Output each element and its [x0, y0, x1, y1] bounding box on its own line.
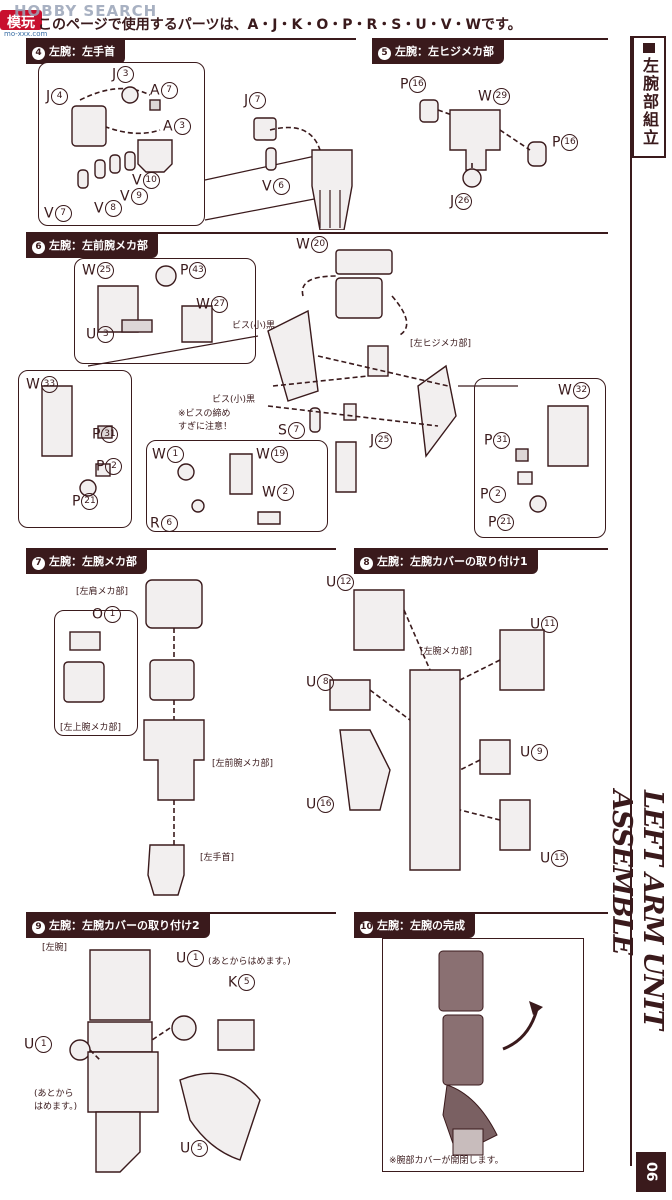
site-logo-subtext: mo-xxx.com [4, 30, 48, 38]
cover-open-note: ※腕部カバーが開閉します。 [389, 1156, 504, 1166]
later-note-2: (あとから はめます。) [34, 1089, 78, 1112]
site-logo-text: 模玩 [7, 15, 35, 31]
step-6-diagram [41, 249, 589, 525]
chapter-tab-label: 左腕部組立 [640, 57, 659, 147]
tag-left-arm-mech: [左腕メカ部] [420, 647, 473, 657]
step-7-diagram [63, 579, 205, 896]
completed-arm-photo: ※腕部カバーが開閉します。 [382, 938, 584, 1172]
tag-left-elbow: [左ヒジメカ部] [410, 339, 472, 349]
tag-screw-2: ビス(小)黒 [212, 395, 256, 405]
step-5-diagram [419, 99, 547, 188]
step-9-diagram [69, 949, 261, 1173]
step-4-diagram [71, 86, 353, 230]
tag-left-upper-arm: [左上腕メカ部] [60, 723, 122, 733]
watermark-text: HOBBY SEARCH [14, 2, 158, 20]
screw-caution-note: ※ビスの締め すぎに注意！ [178, 409, 233, 432]
chapter-tab: 左腕部組立 [632, 36, 666, 158]
tag-left-forearm: [左前腕メカ部] [212, 759, 274, 769]
later-note-1: (あとからはめます。) [208, 957, 291, 967]
completed-arm-illustration [438, 950, 543, 1156]
right-divider [630, 36, 632, 1166]
parts-used-header: このページで使用するパーツは、A・J・K・O・P・R・S・U・V・Wです。 [38, 17, 522, 33]
site-logo-badge [0, 10, 42, 30]
tag-left-shoulder: [左肩メカ部] [76, 587, 129, 597]
chapter-title: LEFT ARM UNIT ASSEMBLE [606, 790, 668, 1029]
chapter-tab-marker [643, 43, 655, 53]
tag-screw-1: ビス(小)黒 [232, 321, 276, 331]
page-number: 06 [636, 1152, 666, 1192]
tag-left-arm: [左腕] [42, 943, 68, 953]
step-6-subpanel-left [18, 370, 132, 528]
tag-left-wrist: [左手首] [200, 853, 235, 863]
step-8-diagram [329, 589, 545, 871]
